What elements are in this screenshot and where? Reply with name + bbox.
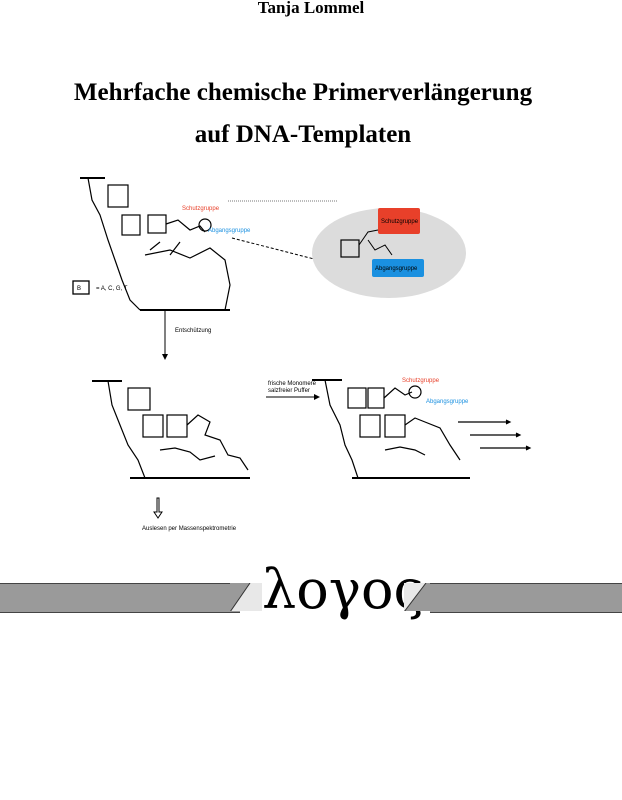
readout-label: Auslesen per Massenspektrometrie — [142, 526, 237, 532]
base-box-icon — [72, 280, 90, 295]
title-line-1: Mehrfache chemische Primerverlängerung — [73, 79, 533, 106]
primer-template-molecule-top — [80, 177, 231, 311]
publisher-logo: λογος — [262, 558, 424, 621]
leaving-group-label: Abgangsgruppe — [208, 228, 251, 234]
right-leaving-group-label: Abgangsgruppe — [426, 399, 469, 405]
zoom-dashed-line — [231, 237, 319, 261]
author-name: Tanja Lommel — [257, 0, 365, 17]
fresh-monomers-label: frische Monomere — [268, 381, 317, 387]
protecting-group-label: Schutzgruppe — [182, 206, 220, 212]
detail-ellipse: Schutzgruppe Abgangsgruppe — [312, 208, 466, 298]
reaction-scheme-figure: Schutzgruppe Abgangsgruppe Schutzgruppe … — [72, 177, 532, 532]
ellipse-protecting-group-label: Schutzgruppe — [381, 219, 419, 225]
base-legend: = A, C, G, T — [96, 286, 128, 292]
deprotection-label: Entschützung — [175, 328, 211, 334]
hollow-arrow-down — [153, 497, 163, 519]
base-box-label: B — [77, 286, 81, 292]
extension-arrows — [458, 419, 532, 451]
right-protecting-group-label: Schutzgruppe — [402, 378, 440, 384]
primer-template-molecule-right — [312, 379, 470, 479]
book-title: Mehrfache chemische Primerverlängerung a… — [0, 72, 606, 156]
primer-template-molecule-left — [92, 380, 250, 479]
ellipse-leaving-group-label: Abgangsgruppe — [375, 266, 418, 272]
title-line-2: auf DNA-Templaten — [194, 121, 412, 148]
buffer-label: salzfreier Puffer — [268, 388, 310, 394]
